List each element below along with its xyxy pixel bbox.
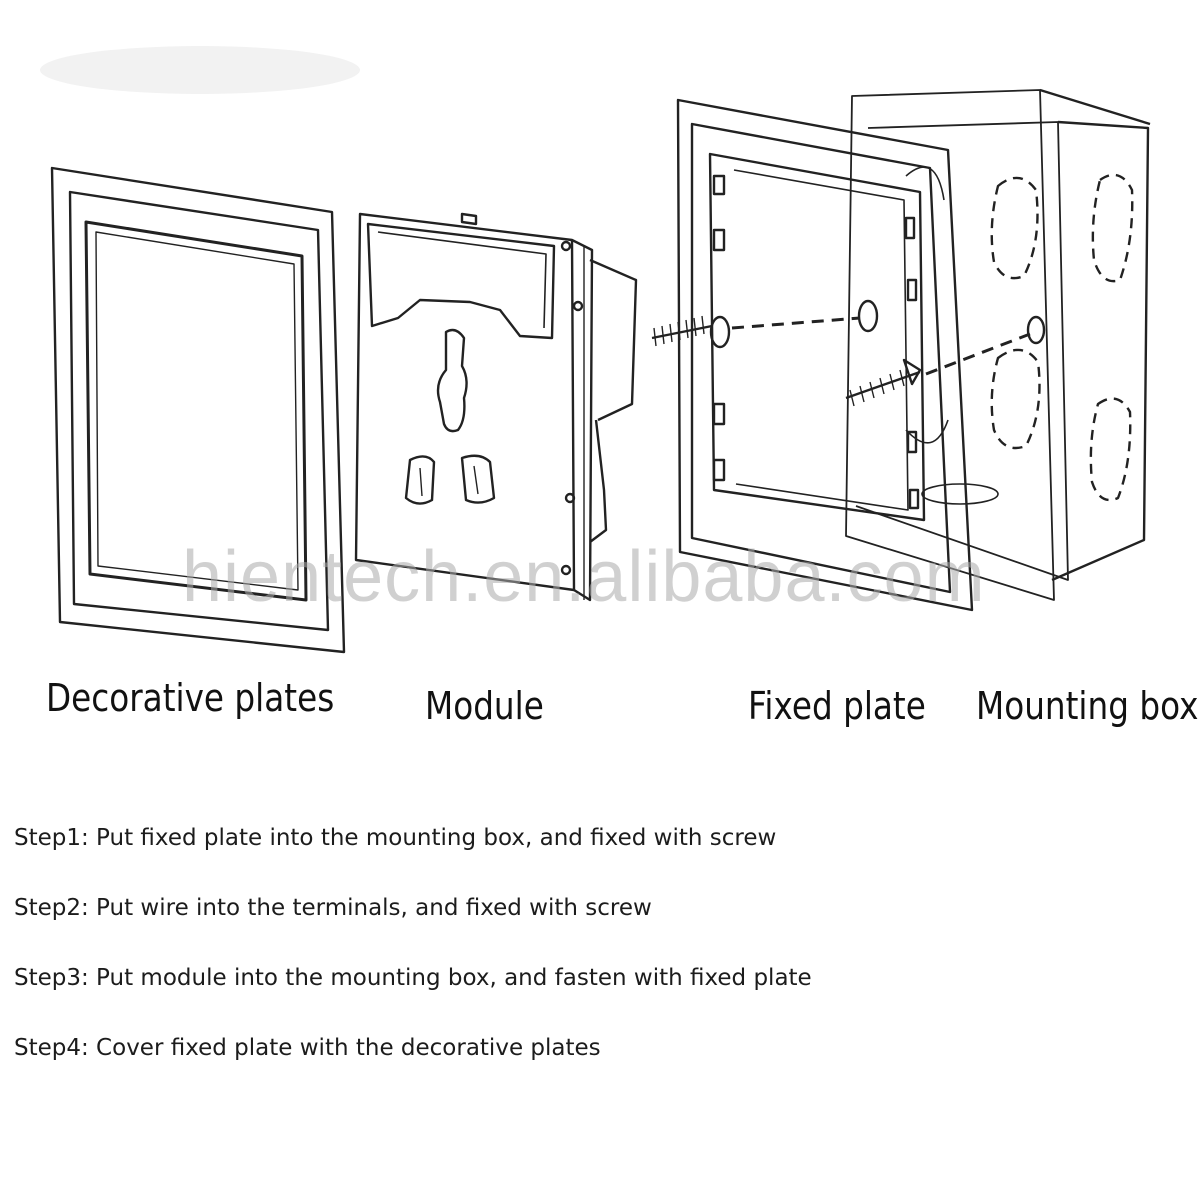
step-4: Step4: Cover fixed plate with the decora… xyxy=(14,1035,601,1061)
label-decorative-plates: Decorative plates xyxy=(46,676,335,720)
label-fixed-plate: Fixed plate xyxy=(748,684,926,728)
decorative-plate-drawing xyxy=(50,166,346,654)
step-2: Step2: Put wire into the terminals, and … xyxy=(14,895,652,921)
label-module: Module xyxy=(425,684,544,728)
exploded-assembly-diagram xyxy=(40,46,1151,654)
module-drawing xyxy=(354,212,638,602)
fixed-plate-drawing xyxy=(651,98,974,612)
instruction-steps: Step1: Put fixed plate into the mounting… xyxy=(14,822,1184,1102)
label-mounting-box: Mounting box xyxy=(976,684,1199,728)
watermark: hientech.en.alibaba.com xyxy=(182,537,986,617)
mounting-box-drawing xyxy=(845,88,1151,601)
step-3: Step3: Put module into the mounting box,… xyxy=(14,965,812,991)
step-1: Step1: Put fixed plate into the mounting… xyxy=(14,825,777,851)
